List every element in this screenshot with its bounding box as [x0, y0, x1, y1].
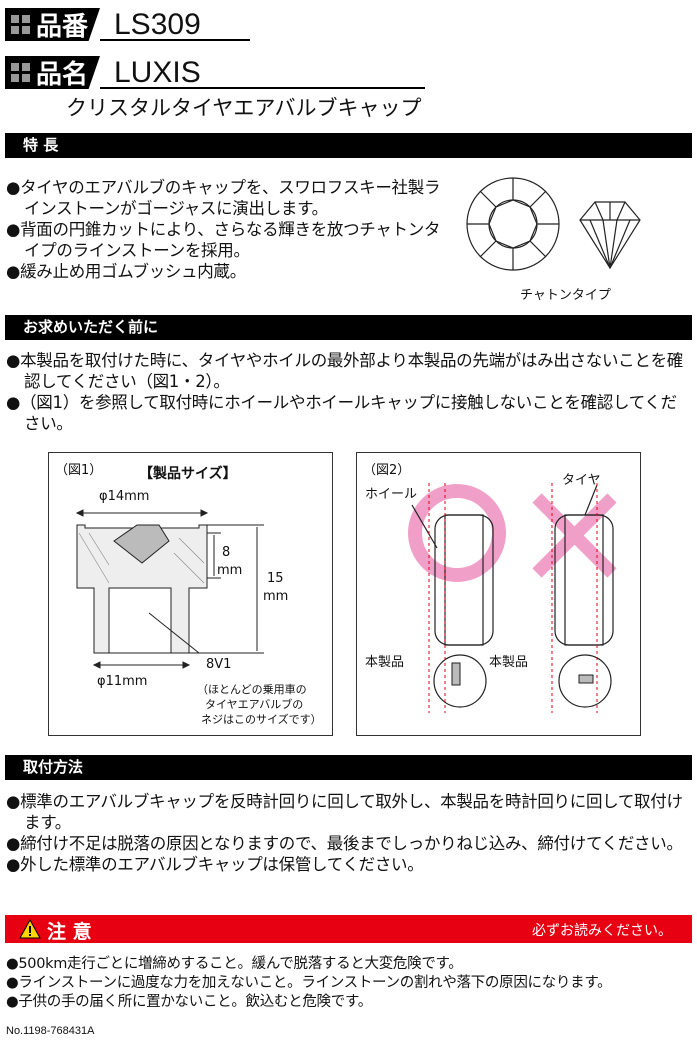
product-name: LUXIS	[100, 56, 425, 89]
top-diameter: φ14mm	[99, 489, 150, 504]
figure-1-title: 【製品サイズ】	[139, 466, 237, 482]
product-label-ok: 本製品	[365, 655, 405, 670]
figure-1-label: （図1）	[55, 463, 103, 478]
before-purchase-heading: お求めいただく前に	[5, 315, 692, 340]
thread-note: タイヤエアバルブの	[205, 698, 304, 711]
product-label-ng: 本製品	[489, 655, 529, 670]
warning-icon	[19, 919, 41, 939]
chaton-diagram	[466, 177, 641, 271]
installation-heading: 取付方法	[5, 755, 692, 780]
height-2-unit: mm	[263, 589, 289, 604]
product-subtitle: クリスタルタイヤエアバルブキャップ	[66, 96, 422, 120]
caution-note: 必ずお読みください。	[532, 923, 672, 939]
list-item: ●締付け不足は脱落の原因となりますので、最後までしっかりねじ込み、締付けてくださ…	[6, 834, 683, 853]
features-heading: 特 長	[5, 133, 692, 158]
caution-list: ●500km走行ごとに増締めすること。緩んで脱落すると大変危険です。 ●ラインス…	[6, 955, 696, 1012]
figure-2: （図2） ホイール タイヤ 本製品 本製品	[356, 452, 641, 736]
tire-label: タイヤ	[562, 473, 601, 488]
list-item: ●背面の円錐カットにより、さらなる輝きを放つチャトンタイプのラインストーンを採用…	[6, 220, 441, 260]
squares-icon	[11, 15, 30, 34]
features-list: ●タイヤのエアバルブのキャップを、スワロフスキー社製ラインストーンがゴージャスに…	[6, 177, 446, 282]
chaton-caption: チャトンタイプ	[520, 288, 611, 303]
installation-list: ●標準のエアバルブキャップを反時計回りに回して取外し、本製品を時計回りに回して取…	[6, 791, 690, 875]
list-item: ●（図1）を参照して取付時にホイールやホイールキャップに接触しないことを確認して…	[6, 393, 677, 433]
product-name-header: 品名 LUXIS	[5, 56, 425, 89]
valve-cap-drawing	[75, 509, 264, 669]
part-number: LS309	[100, 8, 250, 41]
list-item: ●タイヤのエアバルブのキャップを、スワロフスキー社製ラインストーンがゴージャスに…	[6, 178, 441, 218]
thread-note: （ほとんどの乗用車の	[197, 683, 307, 696]
height-1-unit: mm	[217, 563, 243, 578]
ok-circle-icon	[408, 484, 506, 582]
part-number-header: 品番 LS309	[5, 8, 250, 41]
list-item: ●ラインストーンに過度な力を加えないこと。ラインストーンの割れや落下の原因になり…	[6, 975, 612, 991]
caution-title: 注 意	[47, 921, 92, 943]
product-name-label: 品名	[36, 60, 89, 90]
list-item: ●子供の手の届く所に置かないこと。飲込むと危険です。	[6, 994, 372, 1010]
squares-icon	[11, 63, 30, 82]
list-item: ●外した標準のエアバルブキャップは保管してください。	[6, 855, 424, 874]
list-item: ●500km走行ごとに増締めすること。緩んで脱落すると大変危険です。	[6, 956, 463, 972]
list-item: ●本製品を取付けた時に、タイヤやホイルの最外部より本製品の先端がはみ出さないこと…	[6, 351, 683, 391]
thread-note: ネジはこのサイズです）	[201, 713, 322, 726]
figure-2-label: （図2）	[363, 463, 411, 478]
list-item: ●緩み止め用ゴムブッシュ内蔵。	[6, 262, 246, 281]
bottom-diameter: φ11mm	[97, 674, 148, 689]
height-1-value: 8	[222, 545, 231, 560]
caution-bar: 注 意 必ずお読みください。	[5, 915, 692, 943]
figure-1: （図1） 【製品サイズ】 φ14mm 8 mm 15 mm φ11mm 8V1 …	[48, 452, 333, 736]
part-number-label: 品番	[36, 12, 89, 42]
list-item: ●標準のエアバルブキャップを反時計回りに回して取外し、本製品を時計回りに回して取…	[6, 792, 683, 832]
wheel-label: ホイール	[365, 487, 418, 502]
tire-comparison-drawing	[408, 483, 617, 713]
before-purchase-list: ●本製品を取付けた時に、タイヤやホイルの最外部より本製品の先端がはみ出さないこと…	[6, 350, 690, 434]
document-code: No.1198-768431A	[6, 1025, 95, 1037]
ng-cross-icon	[532, 493, 617, 578]
thread-size: 8V1	[206, 657, 232, 672]
height-2-value: 15	[267, 571, 284, 586]
